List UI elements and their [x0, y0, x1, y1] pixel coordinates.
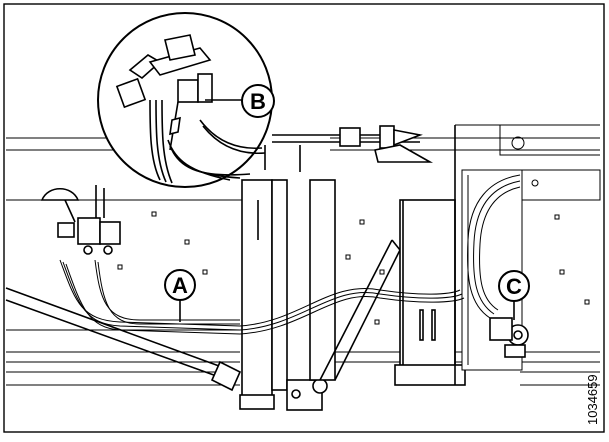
- center-bracket: [394, 125, 466, 386]
- vertical-post-left: [239, 179, 275, 410]
- callout-a: A: [164, 269, 196, 322]
- figure-id: 1034659: [585, 374, 600, 425]
- hose-bundle-a: [59, 259, 465, 335]
- detail-inset: [97, 12, 273, 188]
- top-rod-assembly: [264, 125, 434, 172]
- callout-c-label: C: [506, 274, 522, 299]
- vertical-post-right: [271, 179, 328, 411]
- diagonal-brace: [309, 179, 401, 381]
- callout-b: B: [241, 84, 275, 118]
- diagonal-tube: [5, 287, 242, 392]
- right-fitting: [489, 317, 529, 358]
- callout-a-label: A: [172, 273, 188, 298]
- left-valve-assembly: [40, 185, 121, 255]
- hose-bundle-right: [467, 174, 521, 319]
- callout-c: C: [498, 270, 530, 320]
- callout-b-label: B: [250, 89, 266, 114]
